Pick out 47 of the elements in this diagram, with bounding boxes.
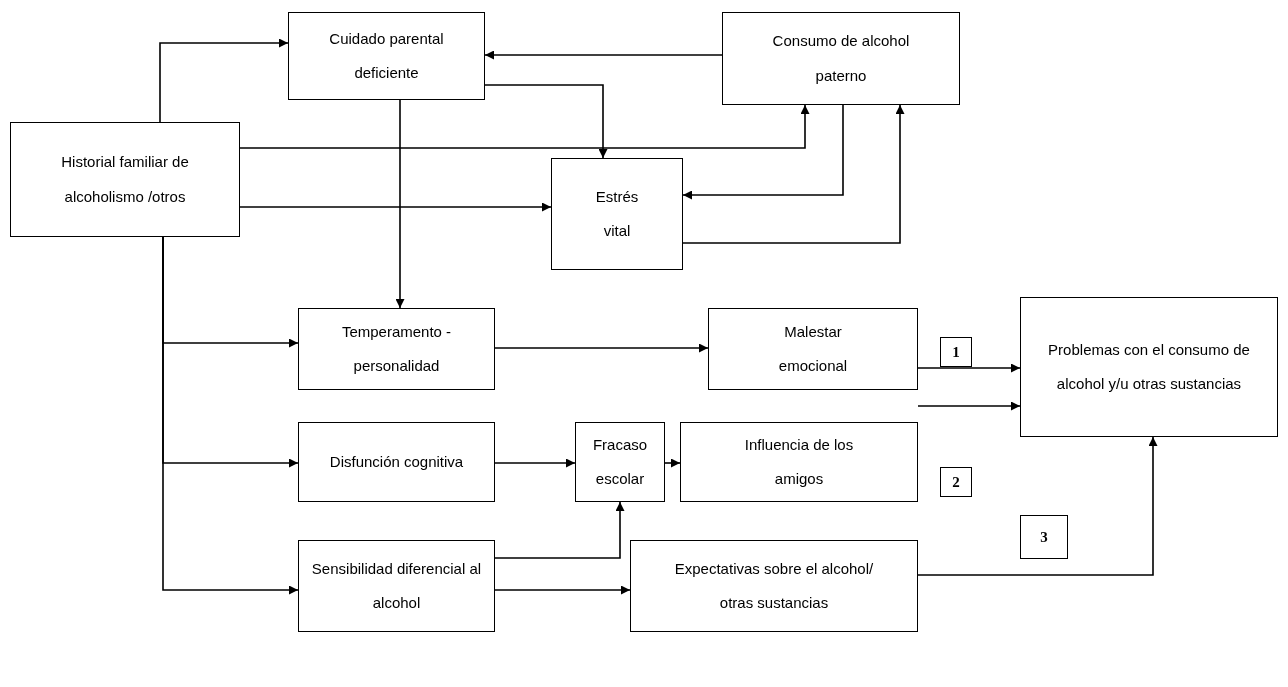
arrow [682,104,844,200]
arrow [239,104,810,149]
arrow [494,458,576,468]
box-text: Influencia de los amigos [743,434,855,489]
arrow [395,99,405,309]
box-text: 2 [952,472,960,492]
arrow [494,343,709,353]
box-text: Fracaso escolar [591,434,649,489]
process-box [10,122,240,237]
process-box [298,308,495,390]
number-box [1020,515,1068,559]
box-text: Sensibilidad diferencial al alcohol [311,558,482,613]
process-box [708,308,918,390]
process-box [630,540,918,632]
box-text: Disfunción cognitiva [329,451,464,472]
process-box [551,158,683,270]
process-box [288,12,485,100]
box-text: 1 [952,342,960,362]
arrow [484,84,608,159]
arrow [682,104,905,244]
arrow [917,363,1021,373]
arrow [664,458,681,468]
arrow [484,50,723,60]
process-box [680,422,918,502]
arrow [239,202,552,212]
box-text: Estrés vital [594,186,640,241]
box-text: Expectativas sobre el alcohol/ otras sustancias [673,558,875,613]
number-box [940,337,972,367]
arrow [917,436,1158,576]
process-box [575,422,665,502]
process-box [298,422,495,502]
arrow [494,585,631,595]
box-text: Malestar emocional [777,321,849,376]
box-text: Historial familiar de alcoholismo /otros [60,152,190,207]
number-box [940,467,972,497]
arrow [159,38,289,123]
box-text: 3 [1040,527,1048,547]
arrow [162,236,299,595]
box-text: Problemas con el consumo de alcohol y/u otras sustancias [1047,339,1251,394]
box-text: Consumo de alcohol paterno [771,31,911,86]
process-box [298,540,495,632]
arrow [917,401,1021,411]
arrow [494,501,625,559]
process-box [722,12,960,105]
process-box [1020,297,1278,437]
box-text: Cuidado parental deficiente [328,28,445,83]
box-text: Temperamento - personalidad [340,321,453,376]
